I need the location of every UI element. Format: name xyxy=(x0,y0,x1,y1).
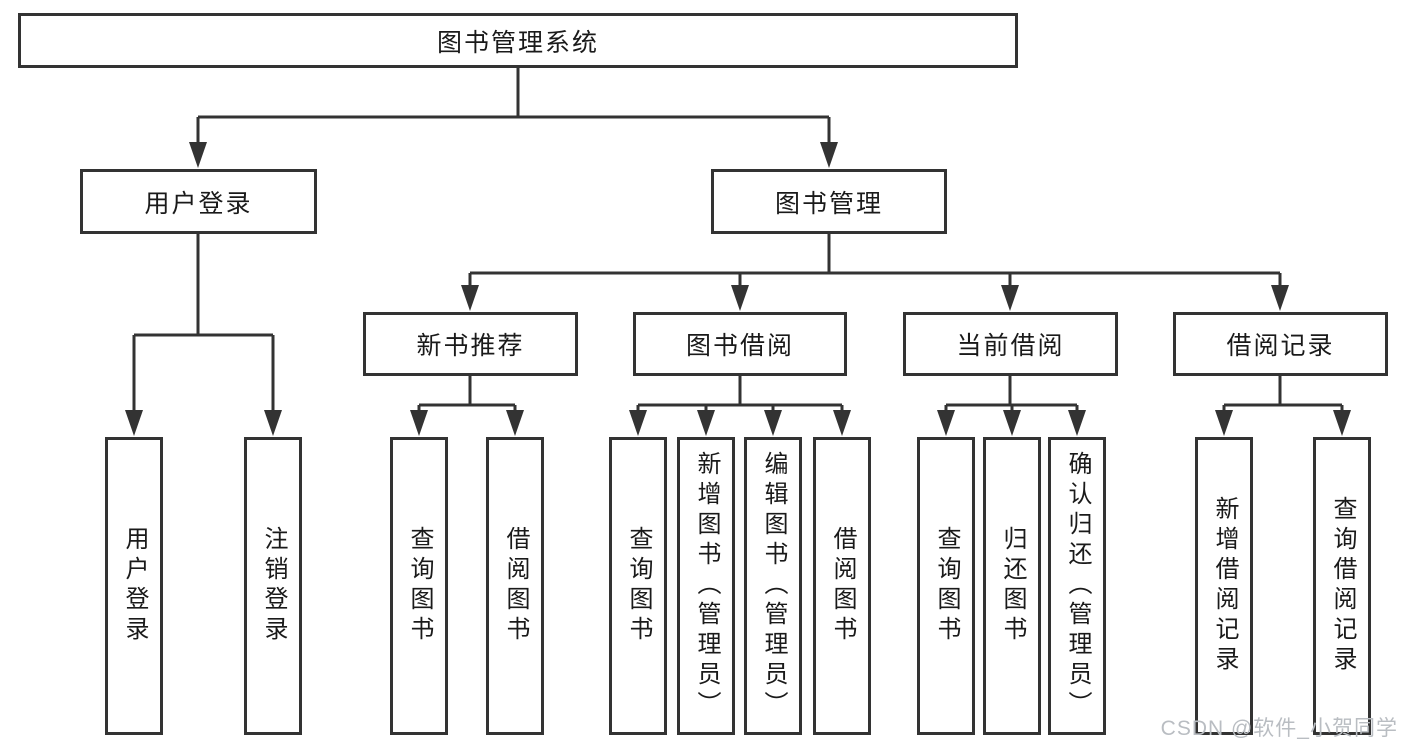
connector-borrow-records-to-leaves xyxy=(1215,375,1351,436)
node-new-book-recommend: 新书推荐 xyxy=(363,312,578,376)
leaf-label: 新增图书（管理员） xyxy=(693,451,720,721)
node-label: 当前借阅 xyxy=(956,332,1065,360)
leaf-label: 确认归还（管理员） xyxy=(1064,451,1091,721)
node-label: 图书管理 xyxy=(774,189,883,218)
leaf-label: 查询图书 xyxy=(933,526,960,646)
leaf-label: 借阅图书 xyxy=(829,526,856,646)
connector-root-to-level2 xyxy=(189,67,838,168)
node-borrow-records: 借阅记录 xyxy=(1173,312,1388,376)
leaf-label: 查询图书 xyxy=(406,526,433,646)
leaf-edit-books-admin: 编辑图书（管理员） xyxy=(744,437,802,735)
node-label: 借阅记录 xyxy=(1226,332,1335,360)
leaf-label: 查询借阅记录 xyxy=(1329,496,1356,676)
connector-new-books-to-leaves xyxy=(410,375,524,436)
leaf-label: 注销登录 xyxy=(260,526,287,646)
leaf-label: 归还图书 xyxy=(999,526,1026,646)
leaf-label: 用户登录 xyxy=(121,526,148,646)
leaf-add-borrow-record: 新增借阅记录 xyxy=(1195,437,1253,735)
node-label: 用户登录 xyxy=(144,189,253,218)
leaf-label: 查询图书 xyxy=(625,526,652,646)
node-label: 图书借阅 xyxy=(685,332,794,360)
connector-book-mgmt-to-level3 xyxy=(461,233,1289,311)
connector-user-login-to-leaves xyxy=(125,233,282,436)
leaf-logout: 注销登录 xyxy=(244,437,302,735)
leaf-query-books-borrowing: 查询图书 xyxy=(609,437,667,735)
leaf-query-books-recommend: 查询图书 xyxy=(390,437,448,735)
node-current-borrowing: 当前借阅 xyxy=(903,312,1118,376)
leaf-add-books-admin: 新增图书（管理员） xyxy=(677,437,735,735)
leaf-query-borrow-record: 查询借阅记录 xyxy=(1313,437,1371,735)
connector-current-borrow-to-leaves xyxy=(937,375,1086,436)
leaf-borrow-books-recommend: 借阅图书 xyxy=(486,437,544,735)
node-book-management-group: 图书管理 xyxy=(711,169,947,234)
leaf-query-books-current: 查询图书 xyxy=(917,437,975,735)
leaf-user-login: 用户登录 xyxy=(105,437,163,735)
leaf-label: 借阅图书 xyxy=(502,526,529,646)
csdn-watermark: CSDN @软件_小贺同学 xyxy=(1160,717,1398,740)
leaf-borrow-books-borrowing: 借阅图书 xyxy=(813,437,871,735)
node-library-system-root: 图书管理系统 xyxy=(18,13,1018,68)
node-label: 图书管理系统 xyxy=(436,28,599,57)
node-label: 新书推荐 xyxy=(416,332,525,360)
node-user-login-group: 用户登录 xyxy=(80,169,317,234)
connector-book-borrow-to-leaves xyxy=(629,375,851,436)
leaf-return-books: 归还图书 xyxy=(983,437,1041,735)
leaf-confirm-return-admin: 确认归还（管理员） xyxy=(1048,437,1106,735)
leaf-label: 编辑图书（管理员） xyxy=(760,451,787,721)
leaf-label: 新增借阅记录 xyxy=(1211,496,1238,676)
node-book-borrowing: 图书借阅 xyxy=(633,312,847,376)
